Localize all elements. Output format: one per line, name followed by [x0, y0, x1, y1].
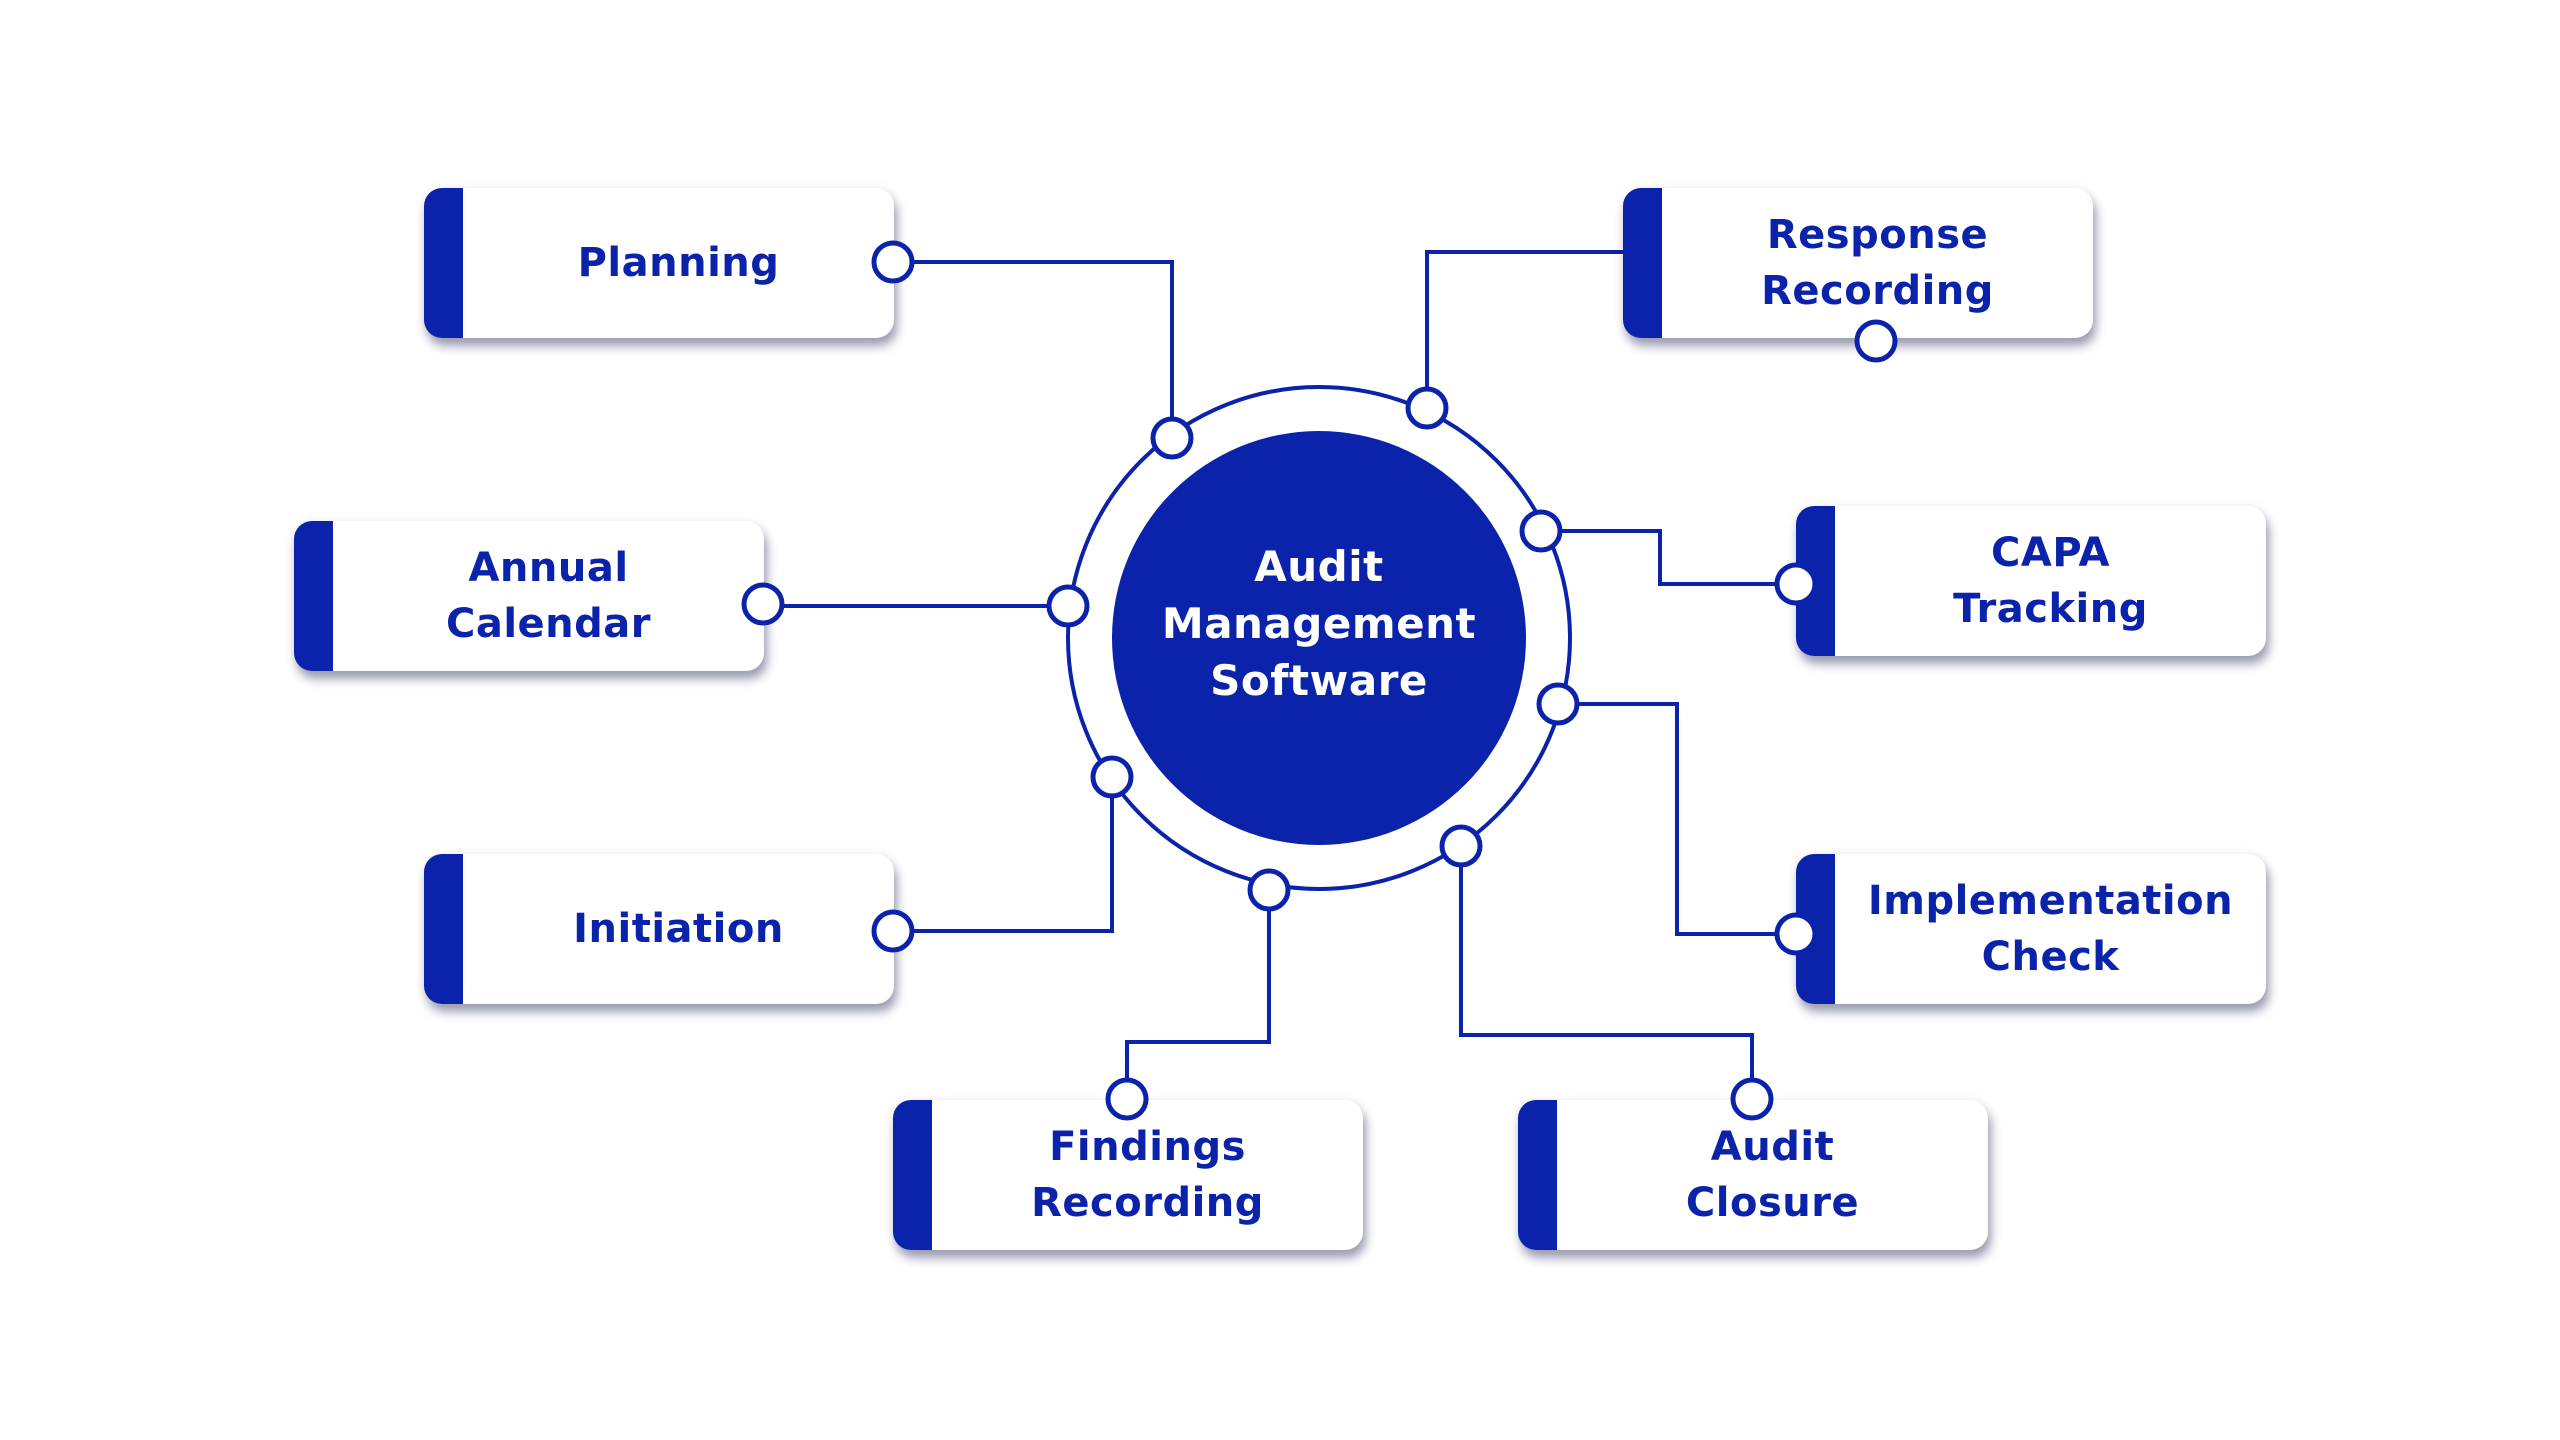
connector-response-recording	[1425, 250, 1623, 408]
node-label: Planning	[577, 240, 780, 286]
node-box-capa-tracking[interactable]: CAPA Tracking	[1796, 506, 2266, 656]
connector-audit-closure	[1459, 846, 1754, 1099]
ring-node-annual-calendar[interactable]	[1046, 584, 1090, 628]
node-label: Implementation Check	[1867, 878, 2234, 980]
connector-implementation-check	[1558, 702, 1796, 936]
accent-bar	[1623, 188, 1662, 338]
connector-initiation	[893, 777, 1114, 933]
ring-node-initiation[interactable]	[1090, 755, 1134, 799]
outer-ring	[1066, 385, 1572, 891]
accent-bar	[1796, 506, 1835, 656]
connector-planning	[893, 260, 1174, 438]
center-label: Audit Management Software	[1161, 542, 1477, 705]
node-label: Annual Calendar	[445, 545, 651, 647]
accent-bar	[424, 854, 463, 1004]
ring-node-planning[interactable]	[1150, 416, 1194, 460]
ring-node-implementation-check[interactable]	[1536, 682, 1580, 726]
node-label: CAPA Tracking	[1953, 530, 2148, 632]
center-circle[interactable]	[1112, 431, 1526, 845]
ring-node-findings-recording[interactable]	[1247, 868, 1291, 912]
node-box-initiation[interactable]: Initiation	[424, 854, 894, 1004]
connector-capa-tracking	[1541, 529, 1796, 586]
accent-bar	[1518, 1100, 1557, 1250]
accent-bar	[1796, 854, 1835, 1004]
connectors	[763, 250, 1796, 1099]
accent-bar	[294, 521, 333, 671]
node-box-annual-calendar[interactable]: Annual Calendar	[294, 521, 764, 671]
ring-node-capa-tracking[interactable]	[1519, 509, 1563, 553]
node-label: Audit Closure	[1685, 1124, 1860, 1226]
node-label: Initiation	[573, 906, 784, 952]
node-box-audit-closure[interactable]: Audit Closure	[1518, 1100, 1988, 1250]
node-label: Response Recording	[1761, 212, 1994, 314]
connector-findings-recording	[1125, 890, 1271, 1099]
node-box-findings-recording[interactable]: Findings Recording	[893, 1100, 1363, 1250]
node-label: Findings Recording	[1031, 1124, 1264, 1226]
accent-bar	[424, 188, 463, 338]
ring-node-audit-closure[interactable]	[1439, 824, 1483, 868]
ring-nodes	[1046, 386, 1580, 912]
node-box-response-recording[interactable]: Response Recording	[1623, 188, 2093, 338]
node-box-planning[interactable]: Planning	[424, 188, 894, 338]
ring-node-response-recording[interactable]	[1405, 386, 1449, 430]
accent-bar	[893, 1100, 932, 1250]
node-box-implementation-check[interactable]: Implementation Check	[1796, 854, 2266, 1004]
